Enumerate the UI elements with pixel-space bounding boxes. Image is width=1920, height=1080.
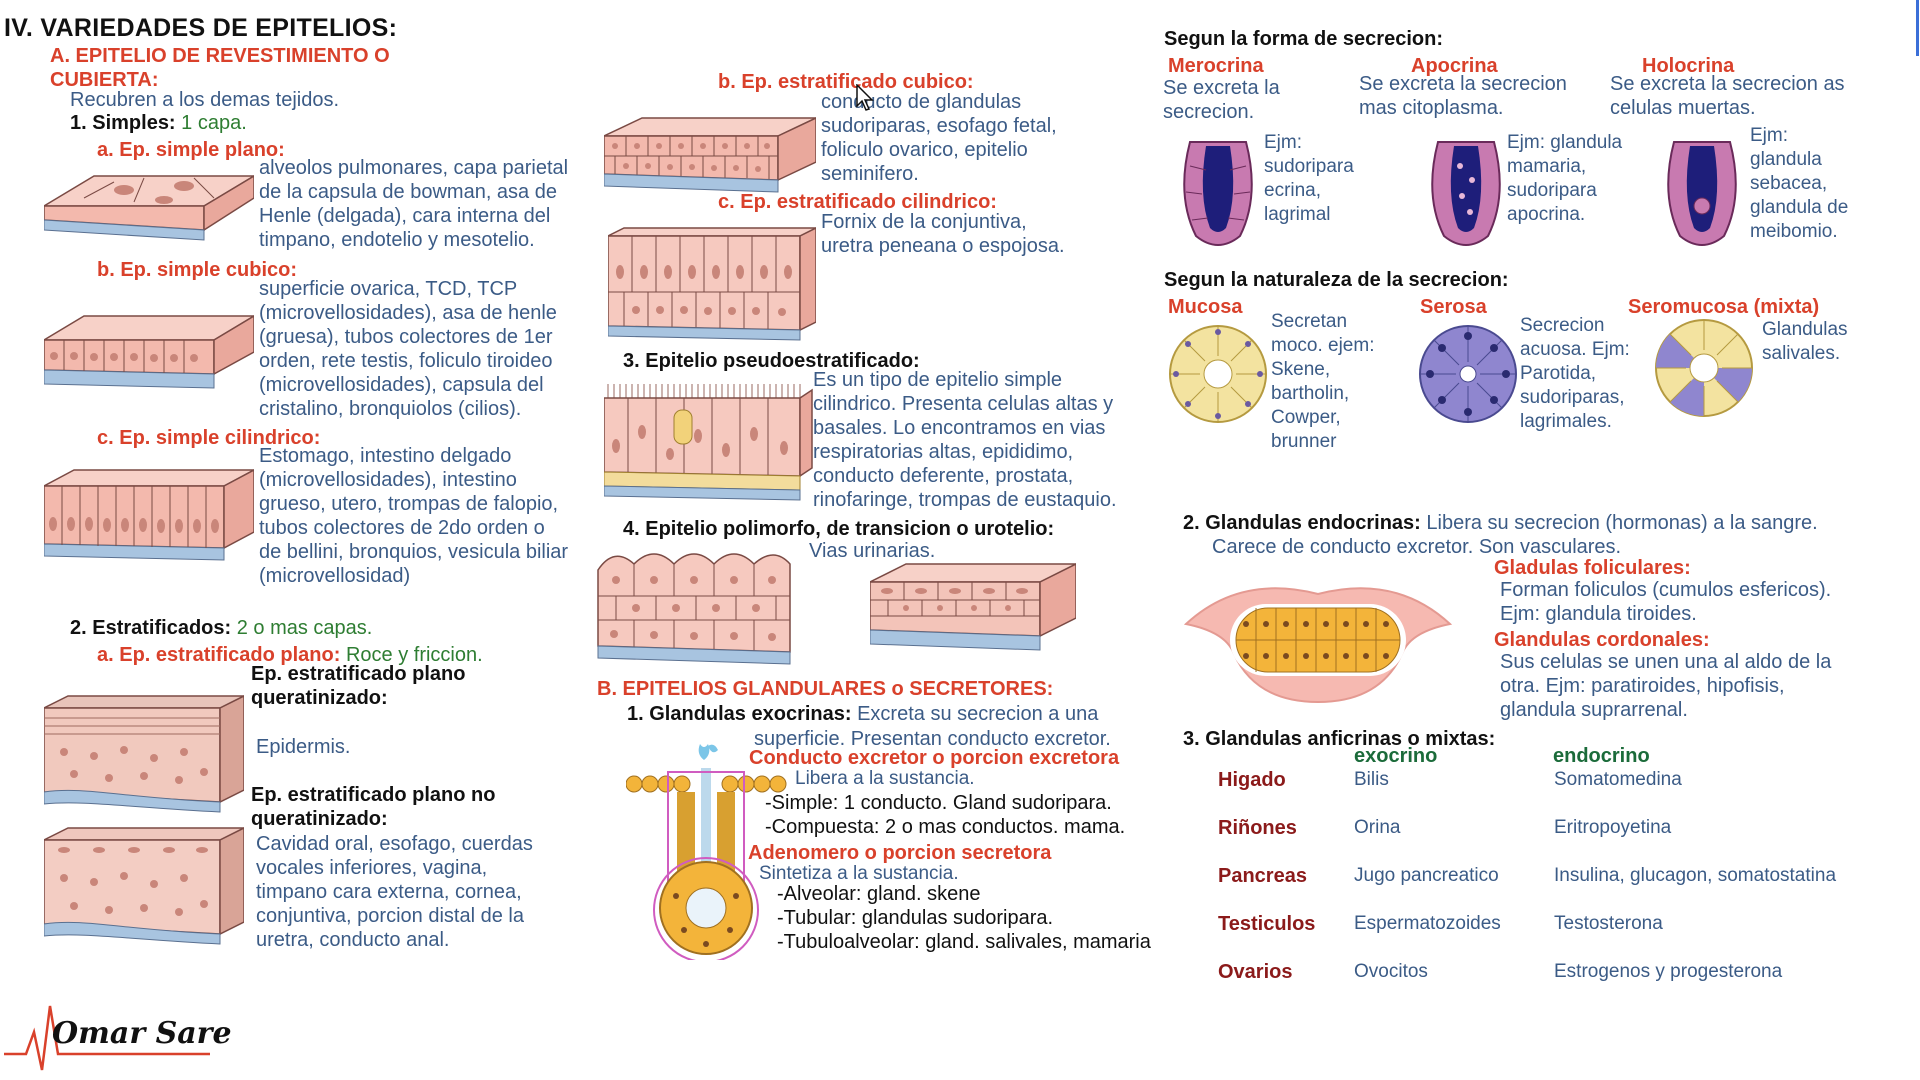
seromucous-acinus-illustration	[1655, 319, 1753, 417]
merocrine-gland-illustration	[1183, 141, 1253, 246]
simple-columnar-illustration	[44, 469, 254, 561]
adenomero-desc: Sintetiza a la sustancia.	[759, 863, 959, 884]
polimorfo-label: 4. Epitelio polimorfo, de transicion o u…	[623, 518, 1055, 540]
table-row: Riñones Orina Eritropoyetina	[1218, 817, 1672, 839]
naturaleza-heading: Segun la naturaleza de la secrecion:	[1164, 269, 1509, 291]
adenomero-label: Adenomero o porcion secretora	[748, 842, 1052, 864]
table-row: Pancreas Jugo pancreatico Insulina, gluc…	[1218, 865, 1837, 887]
simple-cubico-text: superficie ovarica, TCD, TCP(microvellos…	[259, 278, 557, 420]
pseudo-label: 3. Epitelio pseudoestratificado:	[623, 350, 920, 372]
signature-text: Omar Sare	[52, 1016, 232, 1051]
apocrina-label: Apocrina	[1411, 55, 1498, 77]
simple-cubico-label: b. Ep. simple cubico:	[97, 259, 298, 281]
foliculares-text: Forman foliculos (cumulos esfericos).Ejm…	[1500, 579, 1832, 625]
section-a-heading: A. EPITELIO DE REVESTIMIENTO O CUBIERTA:	[50, 45, 390, 91]
holocrina-label: Holocrina	[1642, 55, 1735, 77]
apocrine-gland-illustration	[1431, 141, 1501, 246]
pseudostratified-illustration	[604, 384, 813, 501]
estrat-plano-line: a. Ep. estratificado plano: Roce y fricc…	[97, 644, 483, 666]
stratified-cuboidal-illustration	[604, 117, 816, 193]
simple-cuboidal-illustration	[44, 315, 254, 389]
estrat-cilindrico-text: Fornix de la conjuntiva,uretra peneana o…	[821, 211, 1065, 257]
simples-line: 1. Simples: 1 capa.	[70, 112, 247, 134]
exocrinas-line1: 1. Glandulas exocrinas: Excreta su secre…	[627, 703, 1099, 725]
conducto-desc: Libera a la sustancia.	[795, 768, 975, 789]
exocrino-col-header: exocrino	[1354, 745, 1438, 767]
estrat-cubico-label: b. Ep. estratificado cubico:	[718, 71, 974, 93]
endocrinas-line1: 2. Glandulas endocrinas: Libera su secre…	[1183, 512, 1818, 534]
nonkeratinized-stratified-illustration	[44, 827, 244, 945]
endocrine-follicle-illustration	[1183, 587, 1453, 704]
no-queratinizado-label: Ep. estratificado plano no queratinizado…	[251, 784, 496, 830]
stratified-columnar-illustration	[608, 227, 816, 341]
table-row: Testiculos Espermatozoides Testosterona	[1218, 913, 1663, 935]
page-title: IV. VARIEDADES DE EPITELIOS:	[4, 14, 398, 42]
simple-plano-label: a. Ep. simple plano:	[97, 139, 285, 161]
table-row: Ovarios Ovocitos Estrogenos y progestero…	[1218, 961, 1783, 983]
anficrinas-heading: 3. Glandulas anficrinas o mixtas:	[1183, 728, 1496, 750]
simple-cilindrico-text: Estomago, intestino delgado(microvellosi…	[259, 445, 569, 587]
polimorfo-value: Vias urinarias.	[809, 540, 936, 562]
holocrine-gland-illustration	[1667, 141, 1737, 246]
seromucosa-label: Seromucosa (mixta)	[1628, 296, 1820, 318]
transitional-stretched-illustration	[870, 563, 1076, 651]
cordonales-label: Glandulas cordonales:	[1494, 629, 1710, 651]
exocrinas-line2: superficie. Presentan conducto excretor.	[754, 728, 1111, 750]
endocrinas-line2: Carece de conducto excretor. Son vascula…	[1212, 536, 1622, 558]
queratinizado-label: Ep. estratificado plano queratinizado:	[251, 663, 466, 709]
serous-acinus-illustration	[1419, 325, 1517, 423]
mucosa-label: Mucosa	[1168, 296, 1243, 318]
keratinized-stratified-illustration	[44, 695, 244, 813]
simple-squamous-illustration	[44, 175, 254, 241]
transitional-relaxed-illustration	[597, 553, 791, 665]
mucous-acinus-illustration	[1169, 325, 1267, 423]
signature-heartbeat-icon	[4, 1005, 210, 1071]
section-b-heading: B. EPITELIOS GLANDULARES o SECRETORES:	[597, 678, 1054, 700]
merocrina-label: Merocrina	[1168, 55, 1264, 77]
foliculares-label: Gladulas foliculares:	[1494, 557, 1691, 579]
exocrine-gland-illustration	[626, 744, 787, 960]
conducto-list: -Simple: 1 conducto. Gland sudoripara.-C…	[765, 792, 1126, 838]
mouse-cursor-icon	[856, 84, 874, 111]
serosa-label: Serosa	[1420, 296, 1487, 318]
forma-heading: Segun la forma de secrecion:	[1164, 28, 1443, 50]
estratificados-line: 2. Estratificados: 2 o mas capas.	[70, 617, 373, 639]
table-row: Higado Bilis Somatomedina	[1218, 769, 1682, 791]
estrat-cilindrico-label: c. Ep. estratificado cilindrico:	[718, 191, 997, 213]
adenomero-list: -Alveolar: gland. skene-Tubular: glandul…	[777, 883, 1151, 953]
simple-cilindrico-label: c. Ep. simple cilindrico:	[97, 427, 321, 449]
queratinizado-value: Epidermis.	[256, 736, 351, 758]
edge-accent	[1916, 0, 1919, 56]
conducto-label: Conducto excretor o porcion excretora	[749, 747, 1120, 769]
section-a-intro: Recubren a los demas tejidos.	[70, 89, 340, 111]
anficrinas-table: Higado Bilis Somatomedina Riñones Orina …	[1218, 768, 1918, 1008]
endocrino-col-header: endocrino	[1553, 745, 1650, 767]
